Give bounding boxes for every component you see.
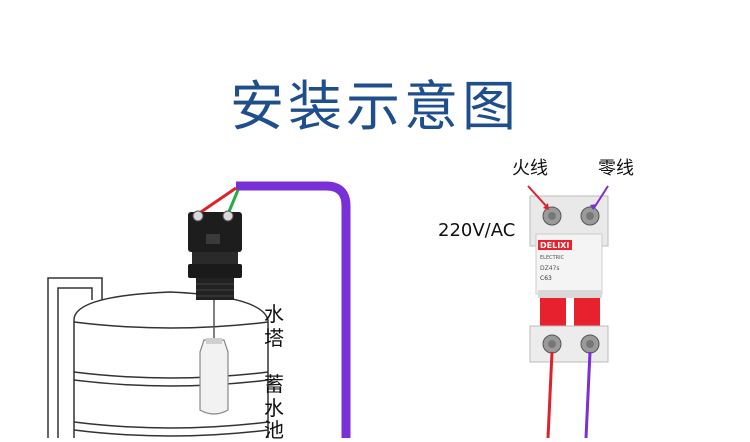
fire-wire-label: 火线	[512, 158, 548, 179]
purple-wire	[236, 181, 351, 438]
breaker-brand: DELIXI	[540, 241, 569, 250]
reservoir-label-3: 池	[264, 418, 284, 442]
breaker-red-out	[546, 351, 554, 438]
green-lead	[226, 189, 240, 215]
neutral-wire-label: 零线	[598, 158, 634, 179]
water-tower-label-1: 水	[264, 302, 284, 326]
water-tank	[47, 277, 269, 438]
page-title: 安装示意图	[230, 75, 520, 138]
red-lead	[197, 186, 237, 216]
reservoir-label-1: 蓄	[264, 372, 284, 396]
breaker-rating: C63	[540, 275, 552, 282]
water-tower-label-2: 塔	[264, 326, 284, 350]
float-ball	[199, 338, 229, 415]
float-switch	[188, 210, 242, 300]
voltage-label: 220V/AC	[438, 220, 516, 241]
breaker-purple-out	[584, 351, 592, 438]
fire-wire-arrow	[527, 185, 549, 209]
breaker-model: DZ47s	[540, 265, 560, 272]
breaker-sub-brand: ELECTRIC	[540, 255, 565, 261]
reservoir-label-2: 水	[264, 396, 284, 420]
